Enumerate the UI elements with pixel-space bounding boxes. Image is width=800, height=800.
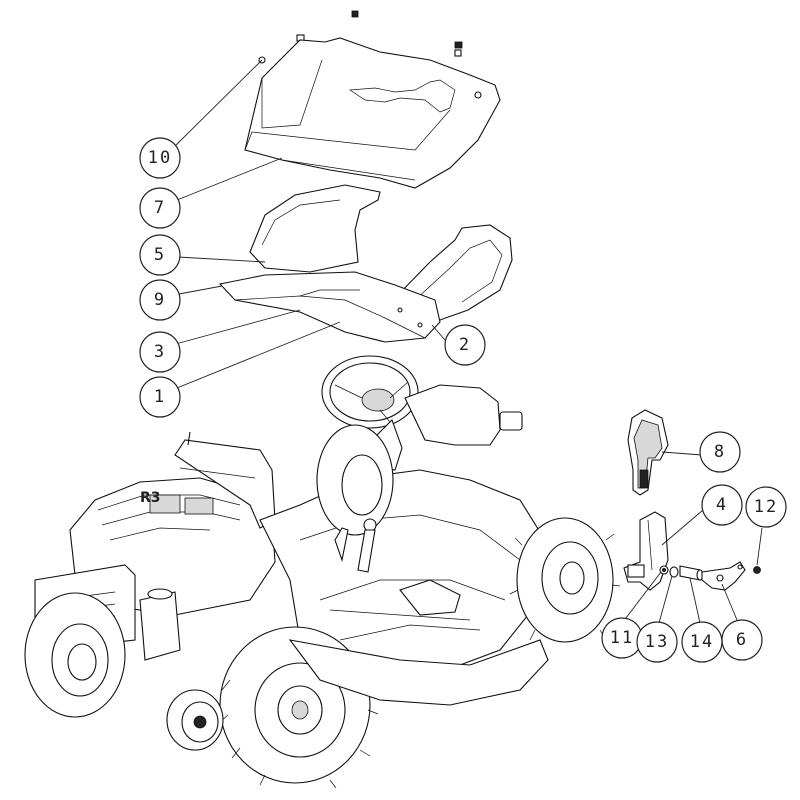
part-12-nut bbox=[753, 566, 761, 574]
svg-text:8: 8 bbox=[714, 442, 726, 462]
part-3-step-plate bbox=[218, 271, 441, 343]
svg-text:11: 11 bbox=[610, 628, 634, 648]
svg-text:10: 10 bbox=[148, 148, 172, 168]
callout-1: 1 bbox=[139, 376, 181, 418]
part-4-pedal-bracket bbox=[623, 511, 669, 591]
callout-9: 9 bbox=[139, 279, 181, 321]
callout-6: 6 bbox=[721, 619, 763, 661]
callout-11: 11 bbox=[601, 617, 643, 659]
callout-3: 3 bbox=[139, 331, 181, 373]
svg-text:4: 4 bbox=[716, 495, 728, 515]
part-5-floor-panel bbox=[249, 184, 513, 321]
svg-text:3: 3 bbox=[154, 342, 166, 362]
mower-assembly: R3 bbox=[24, 355, 621, 789]
svg-text:9: 9 bbox=[154, 290, 166, 310]
svg-text:6: 6 bbox=[736, 630, 748, 650]
svg-text:12: 12 bbox=[754, 497, 778, 517]
callout-13: 13 bbox=[636, 621, 678, 663]
callout-8: 8 bbox=[699, 431, 741, 473]
callout-12: 12 bbox=[745, 486, 787, 528]
leader-lines bbox=[171, 59, 763, 624]
part-13-spacer bbox=[669, 566, 679, 578]
part-14-bushing bbox=[679, 565, 704, 581]
svg-text:13: 13 bbox=[645, 632, 669, 652]
svg-text:2: 2 bbox=[459, 335, 471, 355]
svg-text:1: 1 bbox=[154, 387, 166, 407]
callout-14: 14 bbox=[681, 621, 723, 663]
callout-5: 5 bbox=[139, 234, 181, 276]
callout-4: 4 bbox=[701, 484, 743, 526]
part-8-pedal-pad bbox=[627, 409, 669, 496]
part-6-linkage-plate bbox=[701, 561, 746, 591]
part-11-washer bbox=[659, 565, 669, 575]
svg-text:5: 5 bbox=[154, 245, 166, 265]
callout-10: 10 bbox=[139, 137, 181, 179]
callout-2: 2 bbox=[444, 324, 486, 366]
hood-logo: R3 bbox=[140, 490, 161, 506]
svg-text:14: 14 bbox=[690, 632, 714, 652]
callout-7: 7 bbox=[139, 187, 181, 229]
part-7-upper-cover bbox=[244, 37, 501, 189]
top-fasteners bbox=[258, 10, 463, 64]
svg-text:7: 7 bbox=[154, 198, 166, 218]
